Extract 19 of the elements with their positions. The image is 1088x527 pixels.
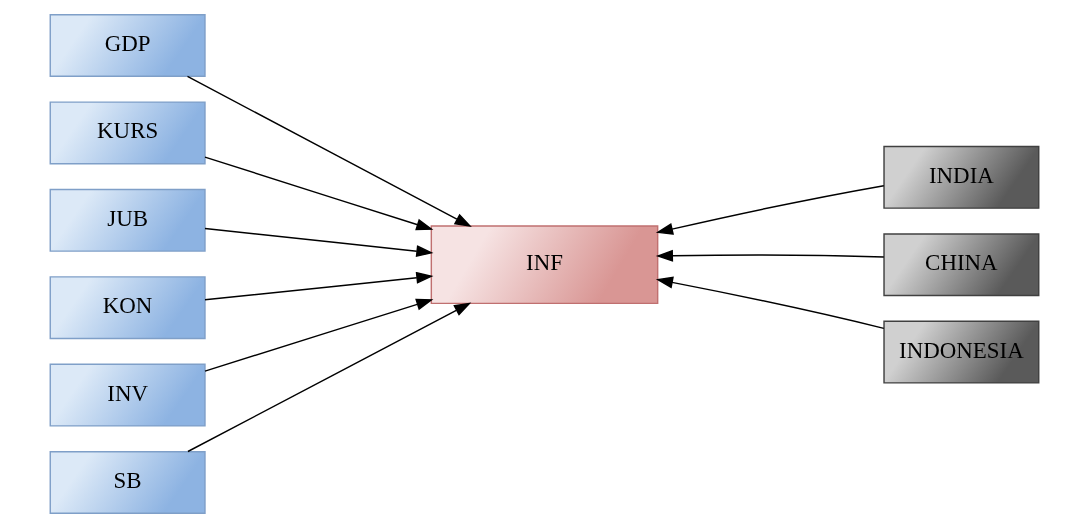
arrow [186, 75, 472, 227]
node-box: KURS [49, 100, 206, 164]
arrow [655, 184, 885, 235]
arrow [655, 249, 885, 262]
arrow [655, 276, 885, 329]
node-box: INF [430, 224, 658, 304]
arrow [203, 227, 433, 257]
arrow [186, 301, 471, 452]
node-box: CHINA [882, 232, 1039, 296]
arrow [203, 271, 433, 301]
node-box: INV [49, 363, 206, 427]
node-box: INDIA [882, 145, 1039, 209]
node-box: KON [49, 275, 206, 339]
node-box: INDONESIA [882, 320, 1039, 384]
arrow [203, 298, 433, 372]
node-box: JUB [49, 188, 206, 252]
arrow [203, 155, 433, 230]
node-box: GDP [49, 13, 206, 77]
node-box: SB [49, 450, 206, 514]
